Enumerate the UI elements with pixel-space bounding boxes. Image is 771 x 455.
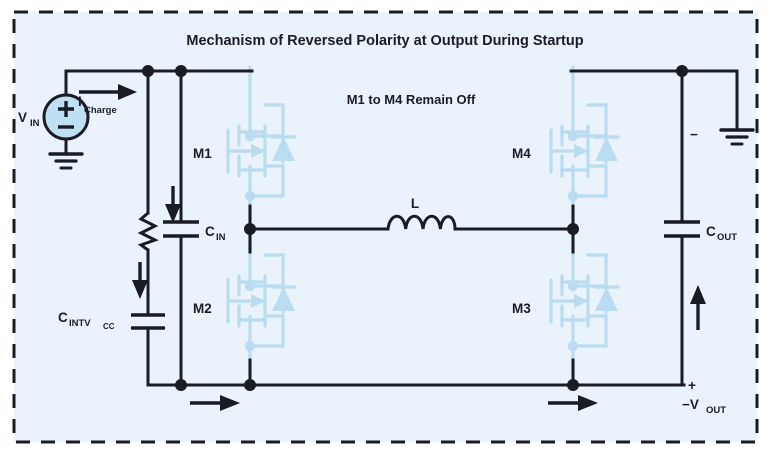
junction-dot [567,379,579,391]
icharge-arrow [79,84,137,100]
cin-label-sub: IN [216,232,226,243]
icharge-label-sub: Charge [84,105,117,116]
junction-dot [567,223,579,235]
mosfet-m1-label: M1 [193,146,212,161]
vin-label-sub: IN [30,118,40,129]
junction-dot [244,223,256,235]
vout-minus-marker: − [690,127,698,142]
cintvcc-label: C INTV CC [58,310,115,331]
mosfet-m4-symbol [549,65,620,242]
cout-label-base: C [706,224,716,239]
vout-label-base: −V [682,397,699,412]
vout-label-sub: OUT [706,405,726,416]
mosfet-m2-label: M2 [193,301,212,316]
cin-label-base: C [205,224,215,239]
mosfet-state-note: M1 to M4 Remain Off [347,92,476,107]
vin-label-base: V [18,110,27,125]
icharge-label: I Charge [78,94,117,116]
cout-label: C OUT [706,224,737,243]
cintvcc-charge-arrow [132,262,148,299]
icharge-label-base: I [78,94,82,109]
cout-label-sub: OUT [717,232,737,243]
junction-dot [244,379,256,391]
cintvcc-label-base: C [58,310,68,325]
inductor-symbol [386,214,457,231]
bottom-left-arrow [190,395,240,411]
diagram-dashed-border [12,10,759,444]
wire-cintvcc-to-rail [146,326,185,387]
cin-charge-arrow [165,186,181,223]
cout-arrow [690,285,706,330]
junction-dot [175,379,187,391]
wire-top-left [64,69,254,97]
ground-left-symbol [48,152,84,170]
resistor-symbol [137,211,159,252]
cintvcc-label-sub: INTV [69,318,91,329]
cintvcc-capacitor-symbol [131,313,165,330]
ground-right-symbol [719,128,755,146]
diagram-title: Mechanism of Reversed Polarity at Output… [186,33,583,49]
diagram-background [14,12,757,442]
inductor-label: L [411,196,419,211]
cout-capacitor-symbol [664,220,700,238]
junction-dot [142,65,154,77]
bottom-right-arrow [548,395,598,411]
mosfet-m2-symbol [226,227,297,387]
junction-dot [175,65,187,77]
junction-dot [676,65,688,77]
mosfet-m4-label: M4 [512,146,531,161]
junction-dots [142,65,688,391]
cin-capacitor-symbol [163,220,199,238]
cin-label: C IN [205,224,226,243]
vout-label: −V OUT [682,397,726,416]
mosfet-m3-label: M3 [512,301,531,316]
mosfet-m3-symbol [549,227,620,387]
vin-label: V IN [18,110,40,129]
cintvcc-label-sub2: CC [103,322,115,331]
vin-source-symbol [42,93,90,154]
vout-plus-marker: + [688,378,696,393]
